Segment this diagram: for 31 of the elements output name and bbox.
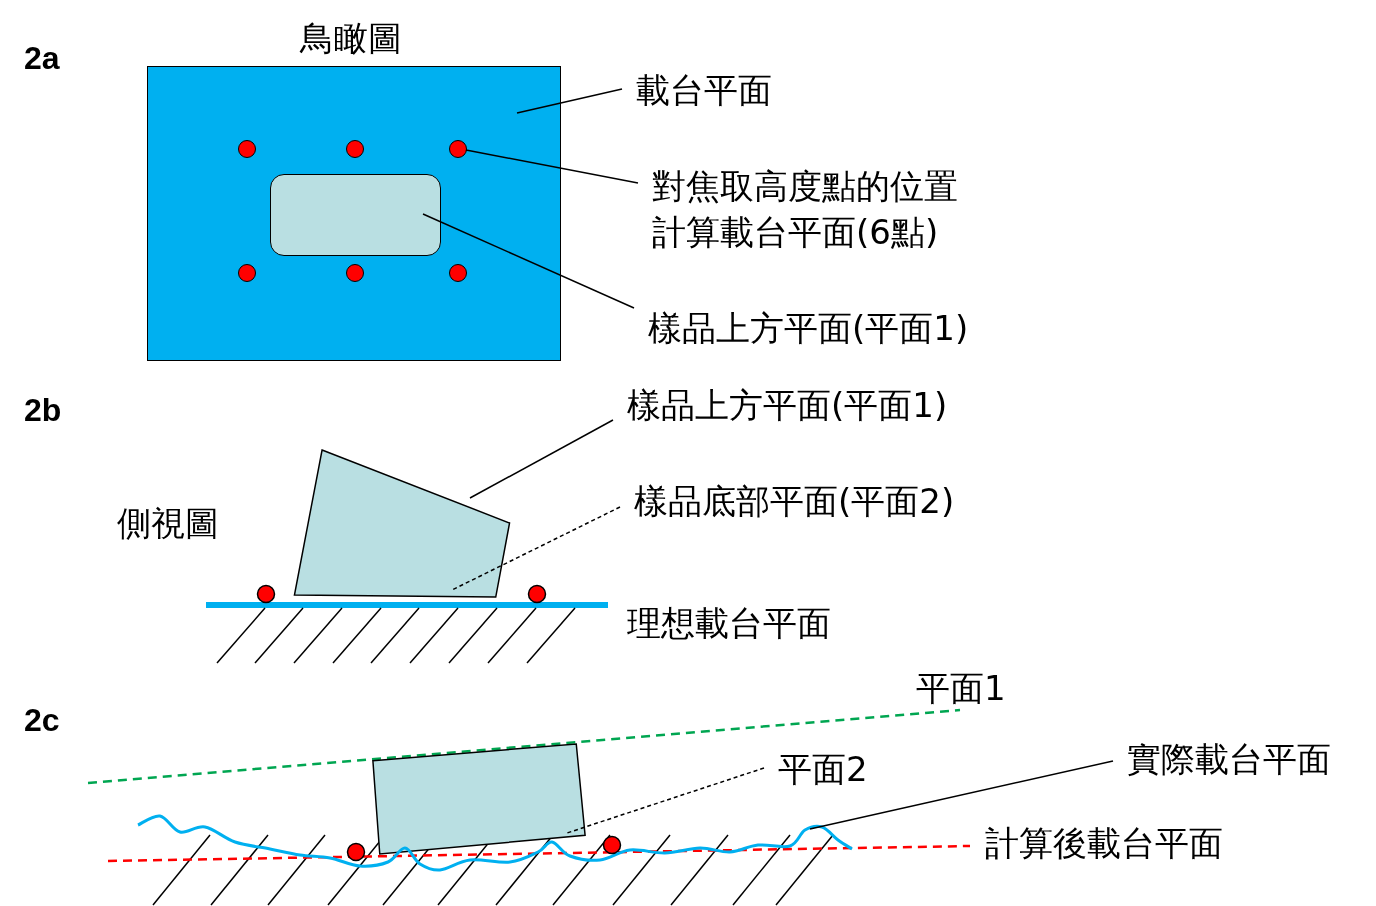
height-point-dot: [238, 140, 256, 158]
height-point-dot: [449, 264, 467, 282]
callout-text: 實際載台平面: [1127, 739, 1331, 779]
callout-text: 平面2: [778, 749, 868, 789]
height-point-dot: [449, 140, 467, 158]
callout-text: 計算載台平面(6點): [652, 211, 940, 254]
callout-text: 樣品上方平面(平面1): [627, 385, 948, 425]
leader-line: [516, 88, 623, 114]
leader-line: [809, 760, 1114, 830]
plane-label: 理想載台平面: [627, 603, 831, 643]
height-point-dot: [238, 264, 256, 282]
callout-text: 樣品上方平面(平面1): [648, 308, 969, 348]
height-point-dot: [346, 140, 364, 158]
panel-label: 2a: [24, 39, 60, 78]
leader-line: [451, 506, 621, 591]
leader-line: [422, 213, 635, 309]
leader-line: [465, 149, 639, 184]
height-point-dot: [346, 264, 364, 282]
view-title: 側視圖: [117, 503, 219, 543]
callout-text: 載台平面: [636, 70, 772, 110]
callout-text: 樣品底部平面(平面2): [634, 481, 955, 521]
plane-label: 平面1: [916, 668, 1006, 708]
leader-line: [469, 419, 614, 499]
panel-label: 2c: [24, 701, 60, 740]
callout-text: 對焦取高度點的位置: [652, 165, 958, 208]
stage-plane: [147, 66, 561, 361]
sample-block: [270, 174, 441, 256]
panel-label: 2b: [24, 391, 62, 430]
view-title: 鳥瞰圖: [300, 18, 402, 58]
leader-line: [566, 767, 765, 834]
plane-label: 計算後載台平面: [985, 823, 1223, 863]
